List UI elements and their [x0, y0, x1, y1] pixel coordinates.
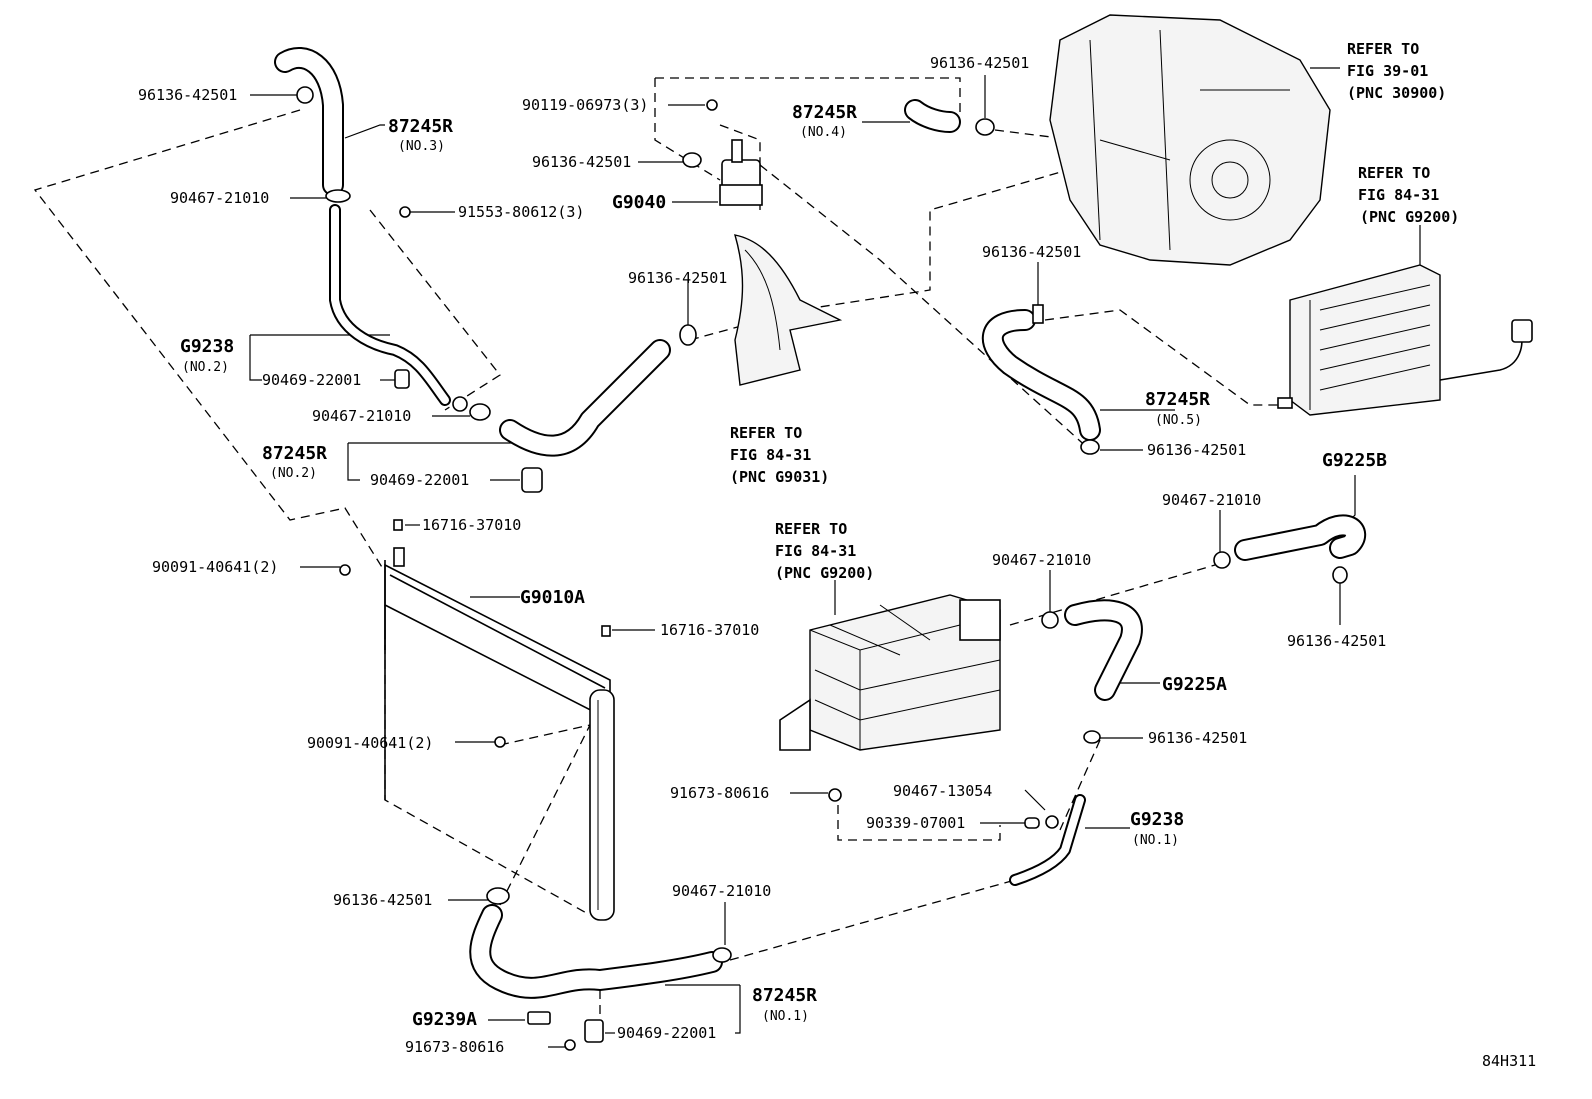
clamps-fasteners [296, 86, 1348, 1051]
water-pump-g9040 [719, 139, 843, 386]
callout-c20: 90467-21010 [672, 882, 771, 900]
callout-c31: 90467-21010 [1162, 491, 1261, 509]
callout-c28: 87245R [1145, 389, 1210, 410]
reference-r3-line2: FIG 84-31 [730, 446, 811, 464]
callout-c5-sub: (NO.2) [182, 360, 229, 375]
callout-c3: 90467-21010 [170, 189, 269, 207]
callout-c5: G9238 [180, 336, 234, 357]
callout-c2: 87245R [388, 116, 453, 137]
callout-c37: 90467-13054 [893, 782, 992, 800]
radiator-g9010a [384, 547, 615, 921]
callout-c21: 90119-06973(3) [522, 96, 648, 114]
callout-c8: 87245R [262, 443, 327, 464]
callout-c35: 96136-42501 [1148, 729, 1247, 747]
callout-c9: 90469-22001 [370, 471, 469, 489]
reference-r4-line1: REFER TO [775, 520, 847, 538]
callout-c7: 90467-21010 [312, 407, 411, 425]
callout-c39-sub: (NO.1) [1132, 833, 1179, 848]
callout-c32: 90467-21010 [992, 551, 1091, 569]
callout-c28-sub: (NO.5) [1155, 413, 1202, 428]
power-control-unit [1277, 264, 1533, 416]
callout-c27: 96136-42501 [982, 243, 1081, 261]
callout-c10: 16716-37010 [422, 516, 521, 534]
callout-c30: G9225B [1322, 450, 1387, 471]
callout-c24: 96136-42501 [628, 269, 727, 287]
callout-c26-sub: (NO.4) [800, 125, 847, 140]
leader-lines [249, 67, 1421, 1048]
callout-c15: 96136-42501 [333, 891, 432, 909]
callout-c38: 90339-07001 [866, 814, 965, 832]
reference-r1-line1: REFER TO [1347, 40, 1419, 58]
callout-c13: 16716-37010 [660, 621, 759, 639]
reference-r4-line2: FIG 84-31 [775, 542, 856, 560]
reference-r3-line3: (PNC G9031) [730, 468, 829, 486]
callout-c25: 96136-42501 [930, 54, 1029, 72]
reference-r2-line3: (PNC G9200) [1360, 208, 1459, 226]
callout-c29: 96136-42501 [1147, 441, 1246, 459]
callout-c2-sub: (NO.3) [398, 139, 445, 154]
reference-r4-line3: (PNC G9200) [775, 564, 874, 582]
callout-c19: 87245R [752, 985, 817, 1006]
reference-r3-line1: REFER TO [730, 424, 802, 442]
callout-c11: 90091-40641(2) [152, 558, 278, 576]
reference-r2-line2: FIG 84-31 [1358, 186, 1439, 204]
callout-c8-sub: (NO.2) [270, 466, 317, 481]
callout-c18: 90469-22001 [617, 1024, 716, 1042]
assembly-outlines [33, 77, 1290, 1020]
callout-c22: 96136-42501 [532, 153, 631, 171]
callout-c39: G9238 [1130, 809, 1184, 830]
diagram-id: 84H311 [1482, 1052, 1536, 1070]
inverter-assembly [779, 594, 1001, 751]
reference-r1-line2: FIG 39-01 [1347, 62, 1428, 80]
callout-c33: 96136-42501 [1287, 632, 1386, 650]
callout-c4: 91553-80612(3) [458, 203, 584, 221]
transaxle-assembly [1049, 14, 1331, 266]
figure-references: REFER TO FIG 39-01 (PNC 30900) REFER TO … [730, 40, 1459, 582]
callout-c16: G9239A [412, 1009, 477, 1030]
callout-c14: 90091-40641(2) [307, 734, 433, 752]
reference-r1-line3: (PNC 30900) [1347, 84, 1446, 102]
callout-c6: 90469-22001 [262, 371, 361, 389]
part-callouts: 96136-42501 87245R (NO.3) 90467-21010 91… [138, 54, 1387, 1056]
callout-c17: 91673-80616 [405, 1038, 504, 1056]
callout-c26: 87245R [792, 102, 857, 123]
callout-c12: G9010A [520, 587, 585, 608]
reference-r2-line1: REFER TO [1358, 164, 1430, 182]
callout-c34: G9225A [1162, 674, 1227, 695]
callout-c19-sub: (NO.1) [762, 1009, 809, 1024]
hoses [274, 47, 1366, 999]
callout-c1: 96136-42501 [138, 86, 237, 104]
callout-c23: G9040 [612, 192, 666, 213]
callout-c36: 91673-80616 [670, 784, 769, 802]
